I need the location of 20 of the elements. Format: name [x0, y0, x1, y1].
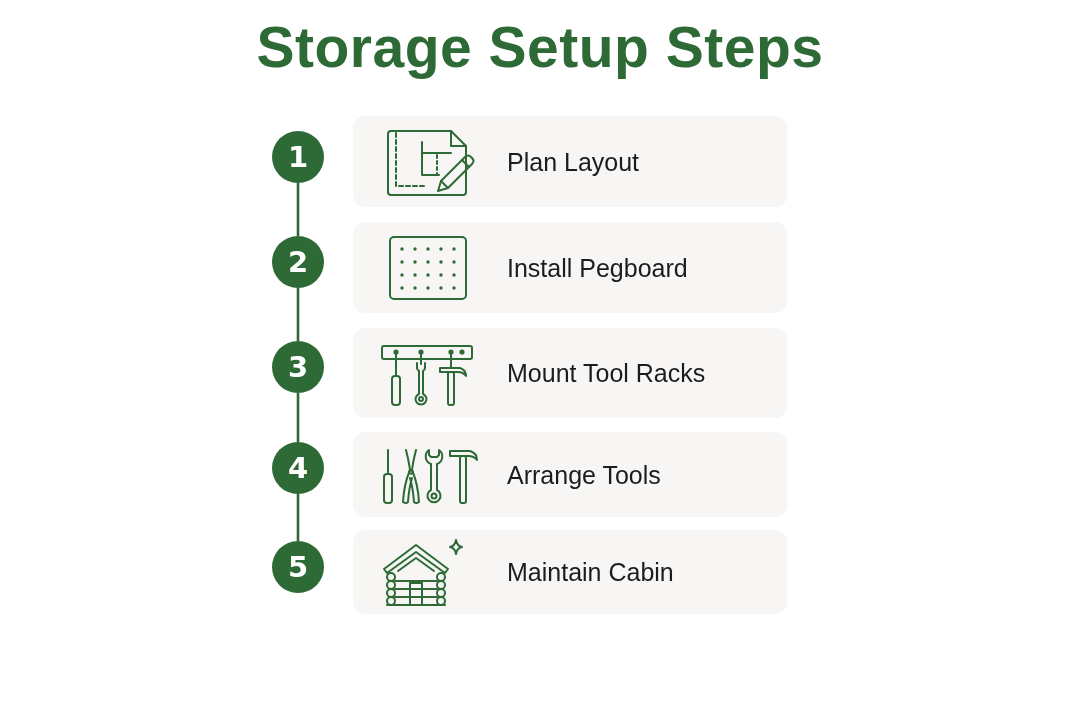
connector-line: [296, 393, 300, 442]
connector-line: [296, 183, 300, 236]
step-number-badge: 5: [272, 541, 324, 593]
step-label: Arrange Tools: [507, 459, 661, 490]
title: Storage Setup Steps: [256, 16, 824, 79]
connector-line: [296, 288, 300, 341]
step-label: Install Pegboard: [507, 252, 688, 283]
step-card: [353, 530, 787, 614]
step-number-badge: 4: [272, 442, 324, 494]
step-label: Mount Tool Racks: [507, 358, 706, 388]
connector-line: [296, 494, 300, 541]
step-card: [353, 432, 787, 517]
step-label: Plan Layout: [507, 146, 640, 177]
step-card: [353, 328, 787, 418]
step-number-badge: 1: [272, 131, 324, 183]
step-number-badge: 3: [272, 341, 324, 393]
step-label: Maintain Cabin: [507, 557, 674, 587]
step-card: [353, 222, 787, 313]
step-card: [353, 116, 787, 207]
step-number-badge: 2: [272, 236, 324, 288]
